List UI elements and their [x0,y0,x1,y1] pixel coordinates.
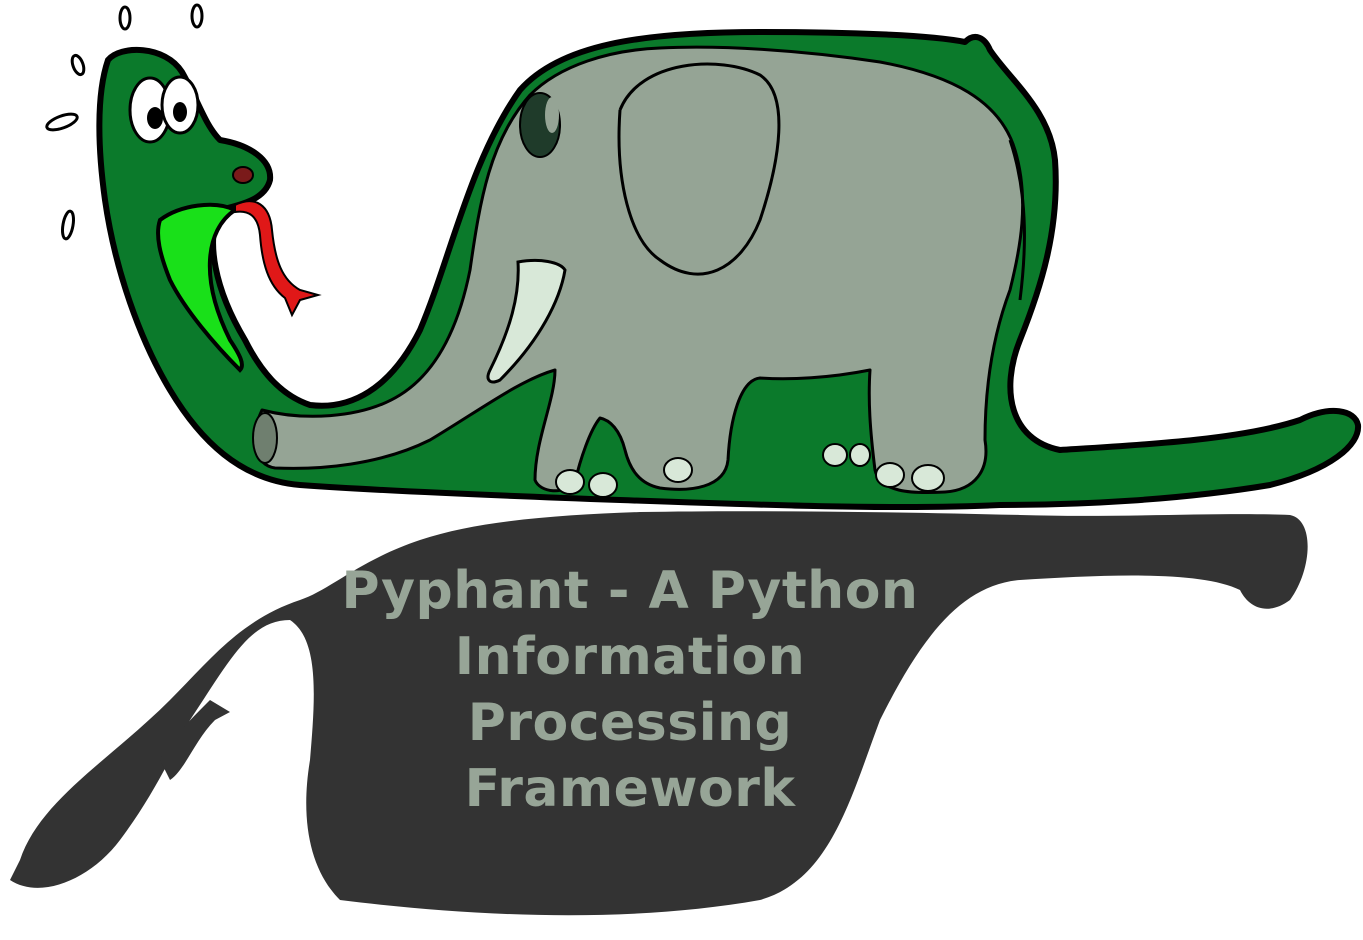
caption-line-2: Information [454,627,806,687]
elephant-tusk [486,258,567,384]
elephant-trunk-tip [252,412,278,464]
snake-belly [156,202,244,373]
caption-line-1: Pyphant - A Python [341,561,919,621]
snake-tongue [234,200,322,318]
elephant-body [253,45,1025,495]
caption-line-4: Framework [464,759,796,819]
snake-shadow [10,511,1308,916]
caption-line-3: Processing [467,693,793,753]
caption: Pyphant - A Python Information Processin… [270,558,990,822]
elephant-toes [555,443,945,498]
sweat-drops [45,3,204,241]
shadow-tongue [160,700,230,780]
snake-eyes [128,75,200,144]
elephant-tail [1008,139,1026,301]
elephant-ear [617,62,781,276]
snake-nostril [232,166,254,184]
elephant-eye-highlight [545,97,559,133]
